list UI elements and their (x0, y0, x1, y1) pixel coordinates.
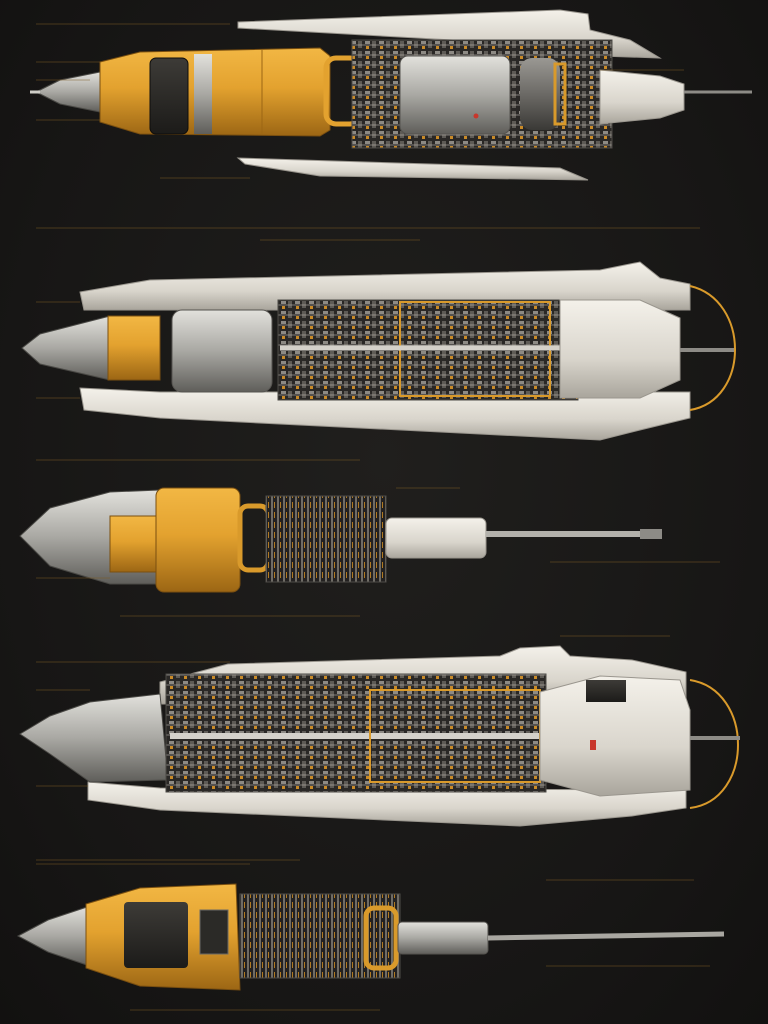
ship-3-cutaway (19, 487, 720, 617)
ship-3-callout-lines (36, 487, 720, 617)
ship-4-nose-cone (19, 693, 169, 783)
ship-4-orange-ring (689, 679, 739, 809)
ship-2-cutaway (21, 227, 736, 461)
ship-1-engine-block (399, 55, 511, 135)
ship-3-yellow-panel-front (109, 515, 157, 573)
ship-2-callout-lines (36, 227, 700, 461)
ship-3-pod (385, 517, 487, 559)
ship-5-nose-cone (16, 905, 91, 967)
ship-5-cockpit-window (124, 902, 188, 968)
ship-4-aft-module (539, 675, 691, 797)
ship-1-aft-housing (599, 69, 685, 125)
ship-5-cutaway (16, 863, 725, 1011)
ship-5-yellow-ring (363, 905, 399, 971)
ship-1-yellow-hull (99, 47, 331, 137)
ship-1-engine-cylinder (520, 58, 560, 130)
ship-2-orange-ring (689, 285, 736, 411)
ship-2-top-hull (79, 261, 691, 311)
ship-5-pod (397, 921, 489, 955)
ship-2-yellow-panel (107, 315, 161, 381)
ship-1-cutaway (30, 9, 752, 181)
ship-3-machinery (265, 495, 387, 583)
ship-1-top-fin (237, 9, 662, 59)
ship-2-fuel-cylinder (171, 309, 273, 393)
ship-3-yellow-hull (155, 487, 241, 593)
ship-1-bottom-fin (236, 157, 589, 181)
ship-3-boom-tip (640, 529, 662, 539)
ship-4-cutaway (19, 635, 740, 861)
ship-1-red-light (473, 113, 479, 119)
ship-1-nose-cone (34, 71, 101, 113)
ship-3-yellow-ring (237, 503, 271, 573)
ship-5-boom (487, 931, 725, 941)
ship-1-orange-bracket (553, 62, 567, 126)
ship-4-callout-lines (36, 635, 670, 861)
ship-2-aft-housing (559, 299, 681, 399)
ship-2-nose-cone (21, 315, 111, 381)
ship-1-cockpit-window (149, 57, 189, 135)
ship-5-hull-plate (199, 909, 229, 955)
ship-4-red-marker (590, 740, 596, 750)
ship-4-aft-window (586, 680, 626, 702)
ship-5-callout-lines (36, 863, 710, 1011)
ship-1-callout-lines (36, 23, 684, 179)
ship-1-hull-band (194, 54, 212, 134)
